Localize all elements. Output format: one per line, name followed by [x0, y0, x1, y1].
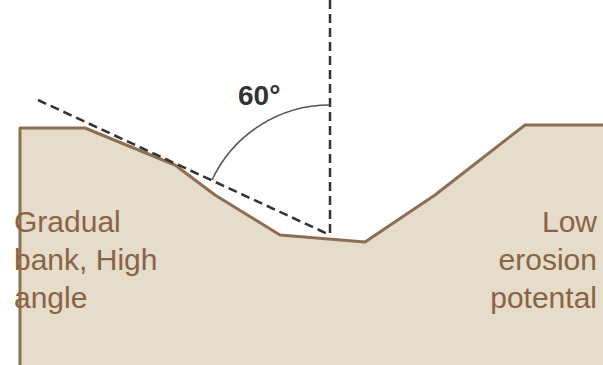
bank-description: Gradual bank, High angle [14, 203, 164, 317]
erosion-note: Low erosion potental [473, 203, 597, 317]
angle-arc [212, 105, 330, 180]
vertical-reference-line [329, 0, 332, 238]
angle-label: 60° [238, 82, 280, 110]
